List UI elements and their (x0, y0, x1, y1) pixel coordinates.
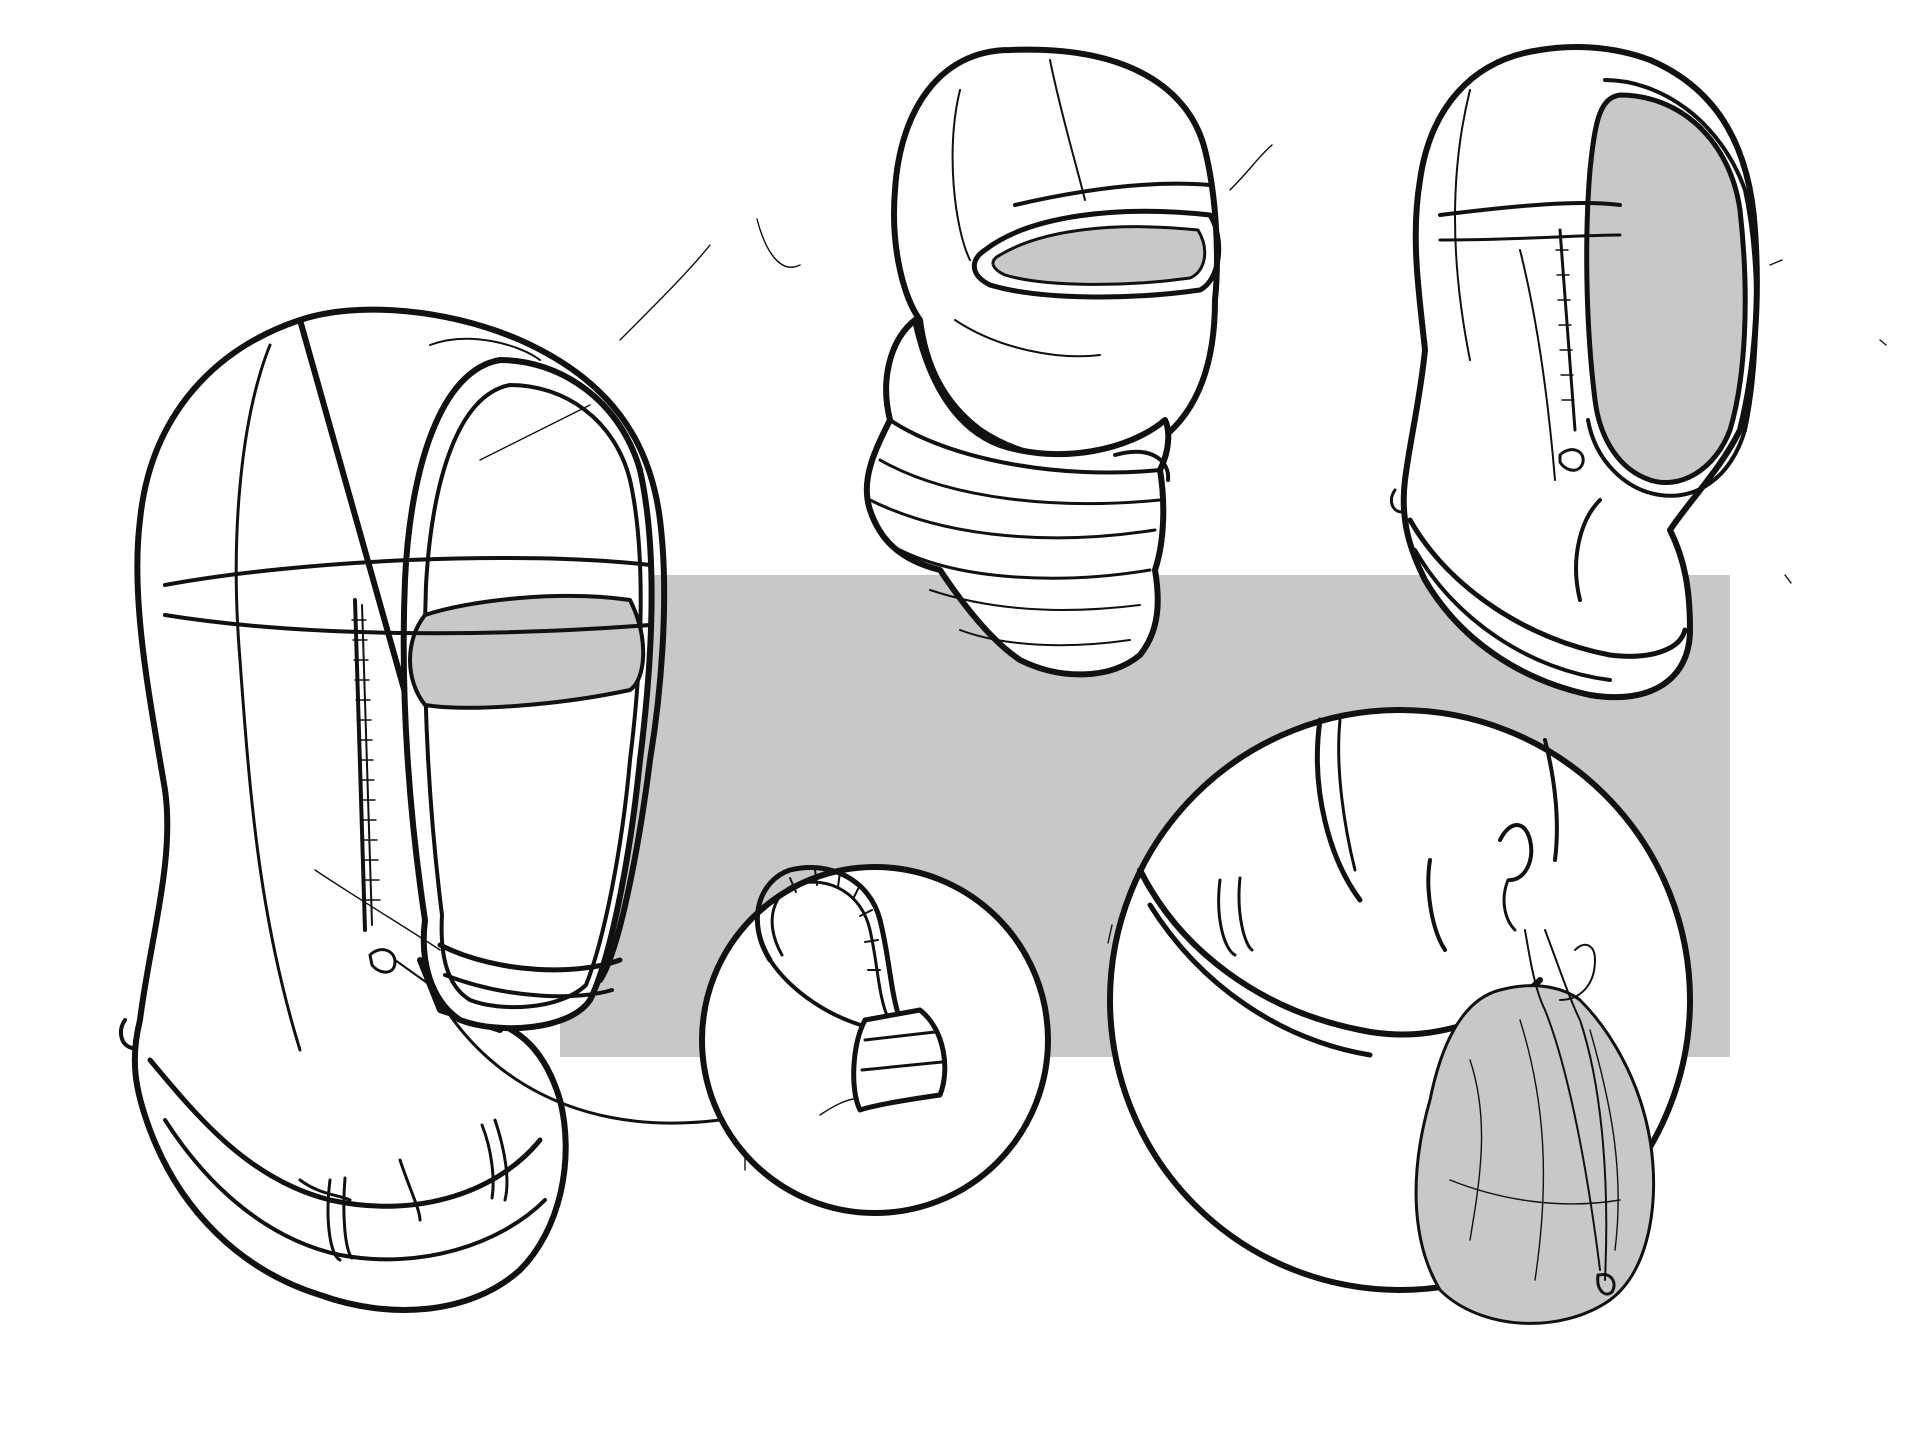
hood-profile-view-illustration (1390, 44, 1887, 701)
bag-hook-detail-illustration (1107, 707, 1693, 1325)
hood-side-view-illustration (118, 244, 711, 1313)
toggle-loop-detail-illustration (699, 864, 1051, 1216)
balaclava-neck-view-illustration (756, 46, 1273, 678)
detail-leader-line (418, 958, 722, 1125)
